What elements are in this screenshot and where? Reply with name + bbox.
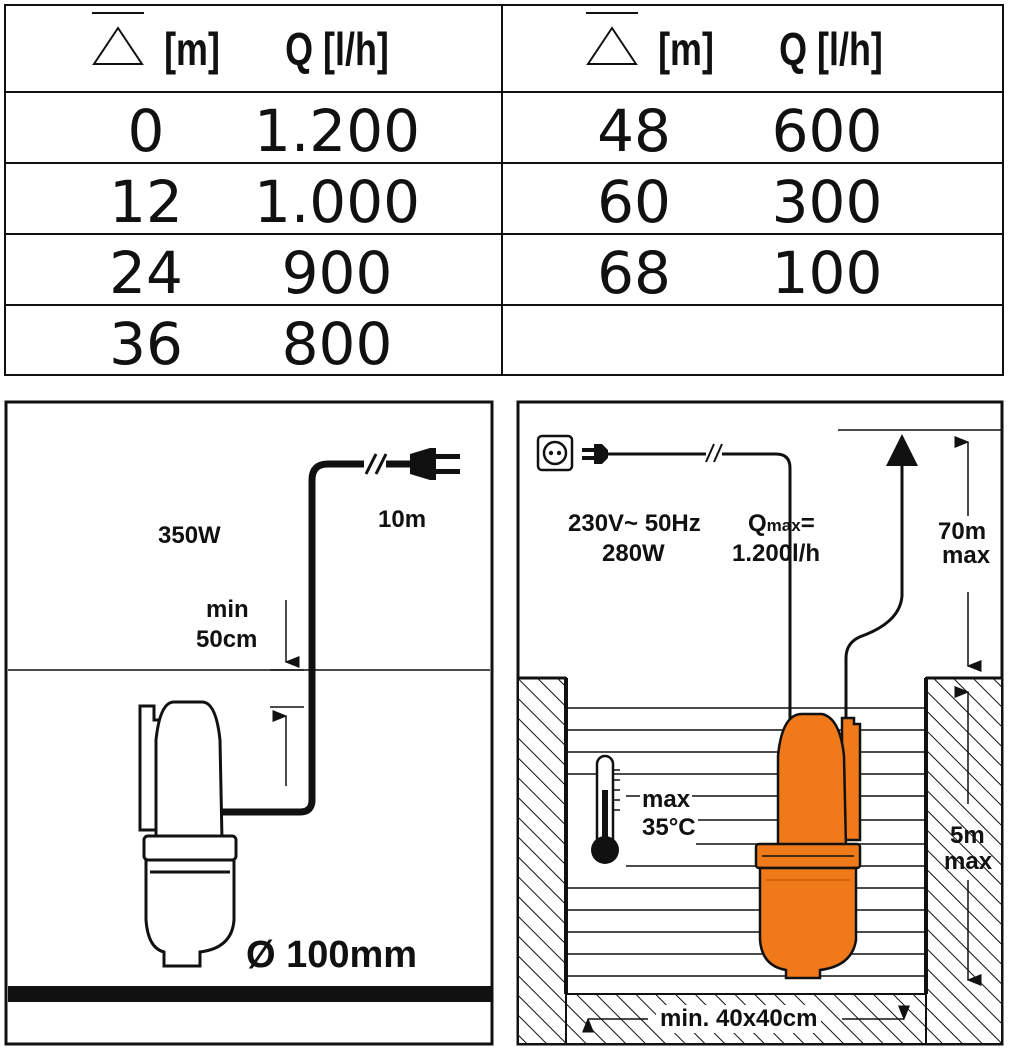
table-cell-flow: 1.000	[253, 168, 421, 236]
flow-header-left: Q [l/h]	[285, 23, 389, 75]
head-delta-icon	[586, 12, 638, 65]
discharge-hose	[844, 460, 904, 728]
pump-power-label: 350W	[158, 522, 221, 549]
installation-diagram-left	[4, 400, 494, 1046]
flow-header-right: Q [l/h]	[779, 23, 883, 75]
thermometer-icon	[591, 754, 620, 864]
table-cell-head: 60	[597, 168, 671, 236]
diagram-frame	[4, 400, 494, 1046]
depth-max-value: 5m	[950, 822, 985, 849]
performance-table: [m] Q [l/h] [m] Q [l/h] 0 1.200 12 1.000…	[4, 4, 1004, 376]
well-walls	[517, 676, 1003, 1045]
qmax-subscript: max	[766, 516, 801, 535]
pump-power-label: 280W	[602, 540, 665, 567]
well-diameter-label: Ø 100mm	[246, 934, 418, 976]
qmax-prefix: Q	[748, 510, 767, 537]
voltage-label: 230V~ 50Hz	[568, 510, 701, 537]
depth-max-word: max	[944, 848, 993, 875]
head-unit-header-left: [m]	[164, 23, 220, 75]
head-delta-icon	[92, 12, 144, 65]
table-grid	[4, 4, 1004, 376]
qmax-equals: =	[800, 510, 815, 537]
submersible-pump	[754, 712, 862, 980]
table-cell-flow: 900	[281, 239, 393, 307]
table-cell-head: 0	[127, 97, 165, 165]
installation-diagram-right	[516, 400, 1004, 1046]
min-depth-label-line2: 50cm	[196, 626, 258, 653]
temperature-label-line2: 35°C	[640, 814, 698, 842]
well-size-label: min. 40x40cm	[656, 1005, 822, 1033]
table-cell-flow: 100	[771, 239, 883, 307]
head-max-word: max	[942, 542, 991, 569]
qmax-value: 1.200l/h	[732, 540, 821, 567]
table-cell-flow: 600	[771, 97, 883, 165]
table-cell-head: 68	[597, 239, 671, 307]
min-depth-dimension	[270, 600, 304, 786]
head-max-dimension	[838, 429, 1002, 672]
socket-icon	[536, 434, 574, 472]
power-cable	[222, 453, 414, 816]
plug-icon	[582, 444, 608, 464]
water-lines	[566, 707, 926, 977]
cable-length-label: 10m	[378, 506, 427, 533]
table-cell-flow: 800	[281, 310, 393, 378]
flow-direction-arrow	[886, 434, 918, 466]
head-unit-header-right: [m]	[658, 23, 714, 75]
table-cell-flow: 1.200	[253, 97, 421, 165]
table-cell-head: 24	[109, 239, 183, 307]
qmax-label: Qmax=	[748, 510, 815, 538]
table-cell-flow: 300	[771, 168, 883, 236]
well-floor	[8, 986, 492, 1002]
table-cell-head: 36	[109, 310, 183, 378]
plug-icon	[410, 448, 460, 480]
min-depth-label-line1: min	[206, 596, 249, 623]
table-cell-head: 48	[597, 97, 671, 165]
pump-outline	[138, 700, 238, 968]
power-cable	[608, 443, 792, 730]
temperature-label-line1: max	[640, 786, 693, 814]
head-max-value: 70m	[938, 518, 987, 545]
table-cell-head: 12	[109, 168, 183, 236]
